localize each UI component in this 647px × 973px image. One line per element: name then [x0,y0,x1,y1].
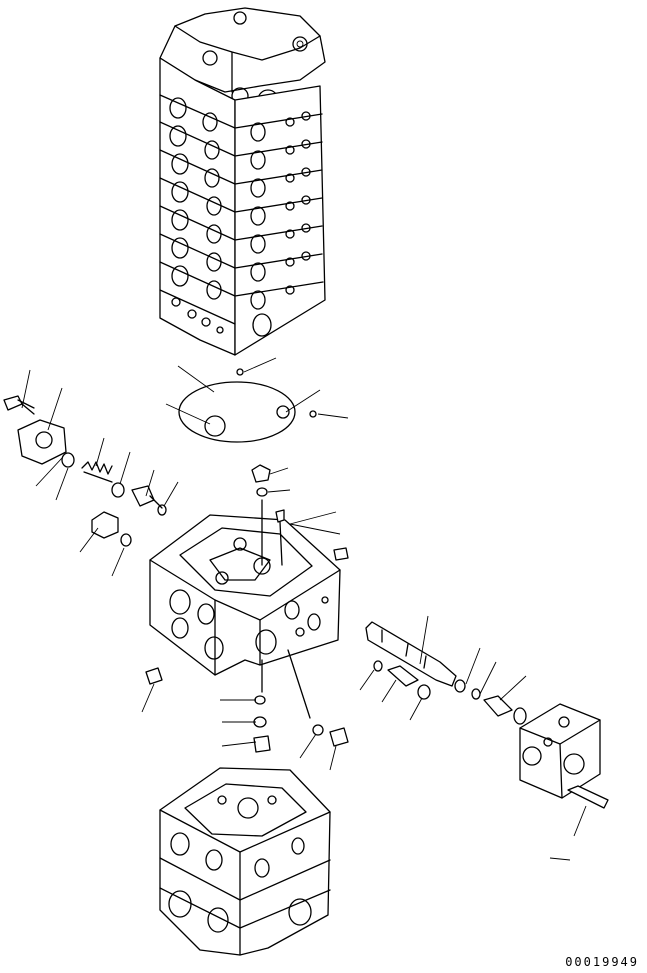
lower-small-parts [145,649,349,753]
center-valve-body [149,514,341,676]
stack-ports-right [250,111,311,337]
right-cover-block [519,703,609,809]
stack-section-lines-right [234,113,324,297]
upper-valve-stack [159,7,326,356]
stack-ports-left [169,97,224,334]
left-relief-valve-parts [3,395,167,547]
right-spool-assembly [365,621,527,725]
leader-lines [21,357,587,861]
lower-valve-stack [159,767,331,956]
center-top-small-parts [251,464,349,566]
drawing-number: 00019949 [565,955,639,969]
gasket-plate [178,368,317,443]
stack-section-lines-left [159,94,236,325]
